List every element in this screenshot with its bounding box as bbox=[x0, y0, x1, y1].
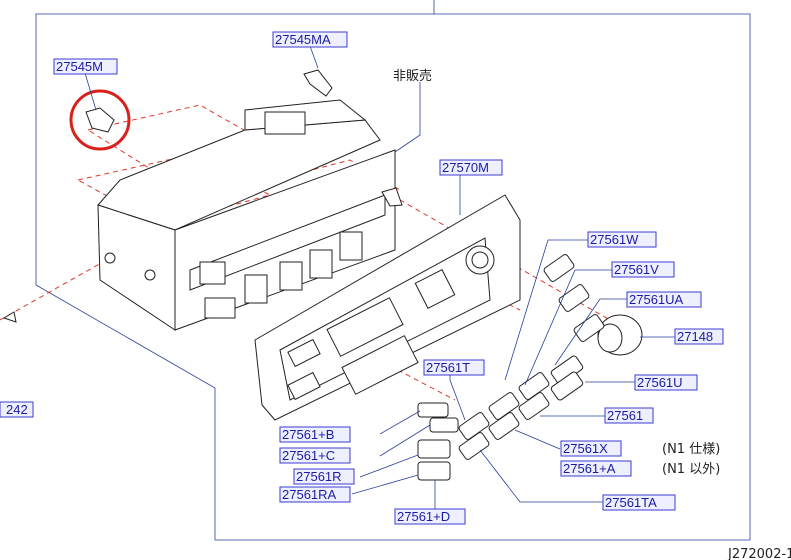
svg-text:27561W: 27561W bbox=[590, 232, 639, 247]
svg-text:27570M: 27570M bbox=[442, 160, 489, 175]
svg-text:27561X: 27561X bbox=[563, 441, 608, 456]
svg-text:27545M: 27545M bbox=[56, 59, 103, 74]
n1-other-note: (N1 以外) bbox=[662, 462, 720, 477]
frame bbox=[35, 0, 751, 541]
part-label-27561U[interactable]: 27561U bbox=[634, 374, 698, 391]
part-label-27545M[interactable]: 27545M bbox=[53, 58, 118, 75]
part-label-27561V[interactable]: 27561V bbox=[611, 261, 675, 278]
part-label-27561TA[interactable]: 27561TA bbox=[602, 494, 676, 511]
svg-text:27561T: 27561T bbox=[426, 360, 470, 375]
part-label-27561R[interactable]: 27561R bbox=[293, 468, 355, 485]
svg-text:27148: 27148 bbox=[677, 329, 713, 344]
n1-spec-note: (N1 仕様) bbox=[662, 442, 720, 457]
svg-text:27561R: 27561R bbox=[296, 469, 342, 484]
part-label-27561D[interactable]: 27561+D bbox=[394, 508, 466, 525]
not-for-sale-note: 非販売 bbox=[393, 68, 432, 84]
part-label-27561A[interactable]: 27561+A bbox=[560, 460, 632, 477]
svg-text:27561TA: 27561TA bbox=[605, 495, 657, 510]
leader-lines bbox=[84, 45, 675, 510]
part-label-27561B[interactable]: 27561+B bbox=[279, 426, 351, 443]
svg-text:27561V: 27561V bbox=[614, 262, 659, 277]
part-label-27570M[interactable]: 27570M bbox=[439, 159, 503, 176]
part-label-27545MA[interactable]: 27545MA bbox=[272, 31, 348, 48]
svg-text:27561: 27561 bbox=[607, 408, 643, 423]
svg-text:27561RA: 27561RA bbox=[282, 487, 337, 502]
part-label-27561C[interactable]: 27561+C bbox=[279, 447, 351, 464]
front-bezel bbox=[254, 194, 521, 421]
part-label-27561UA[interactable]: 27561UA bbox=[626, 291, 702, 308]
svg-text:27561+C: 27561+C bbox=[282, 448, 335, 463]
screw-parts bbox=[2, 69, 403, 323]
svg-text:27561U: 27561U bbox=[637, 375, 683, 390]
svg-text:242: 242 bbox=[6, 402, 28, 417]
part-label-27561[interactable]: 27561 bbox=[604, 407, 654, 424]
part-labels: 27545MA 27545M 非販売 27570M 27561W 27561V … bbox=[0, 31, 791, 560]
button-caps bbox=[417, 254, 605, 481]
knob-part bbox=[597, 314, 643, 356]
svg-text:27561+B: 27561+B bbox=[282, 427, 334, 442]
part-label-27148[interactable]: 27148 bbox=[674, 328, 724, 345]
part-label-242[interactable]: 242 bbox=[0, 401, 34, 418]
part-label-27561X[interactable]: 27561X bbox=[560, 440, 622, 457]
svg-text:27561+D: 27561+D bbox=[397, 509, 450, 524]
footer-code: J272002-1 bbox=[727, 547, 791, 560]
svg-text:27561+A: 27561+A bbox=[563, 461, 616, 476]
svg-text:27545MA: 27545MA bbox=[275, 32, 331, 47]
svg-text:27561UA: 27561UA bbox=[629, 292, 684, 307]
highlight-circle bbox=[69, 89, 131, 151]
part-label-27561W[interactable]: 27561W bbox=[587, 231, 657, 248]
part-label-27561RA[interactable]: 27561RA bbox=[279, 486, 351, 503]
control-unit bbox=[97, 99, 396, 331]
part-label-27561T[interactable]: 27561T bbox=[423, 359, 485, 376]
